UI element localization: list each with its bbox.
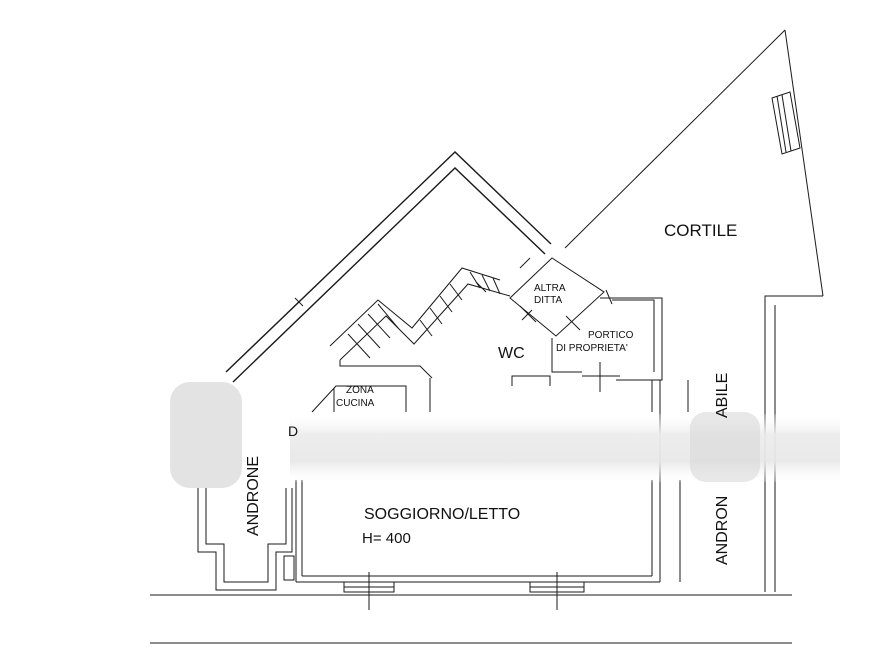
label-soggiorno: SOGGIORNO/LETTO [364, 506, 520, 523]
label-zona-2: CUCINA [336, 398, 375, 409]
label-cortile: CORTILE [664, 221, 737, 240]
left-androne [197, 488, 295, 591]
street-lines [150, 594, 792, 644]
obscured-area [170, 382, 840, 488]
window-cortile [771, 91, 801, 155]
label-partial-d: D [288, 423, 298, 439]
label-androne-left: ANDRONE [245, 456, 262, 536]
bottom-windows [343, 572, 585, 610]
label-altra-ditta-1: ALTRA [534, 283, 566, 294]
label-androne-right: ANDRON [714, 496, 731, 565]
label-altra-ditta-2: DITTA [534, 295, 562, 306]
label-portico-1: PORTICO [588, 330, 634, 341]
altra-ditta-room [509, 257, 605, 337]
label-wc: WC [498, 345, 525, 362]
right-androne [679, 380, 689, 582]
kitchen-zone [311, 385, 407, 413]
label-zona-1: ZONA [346, 385, 374, 396]
wc-room [429, 375, 551, 412]
label-portico-2: DI PROPRIETA' [556, 343, 628, 354]
label-androne-right-partial: ABILE [714, 373, 731, 418]
staircase [329, 267, 511, 379]
portico-room [551, 289, 663, 392]
label-height: H= 400 [362, 530, 411, 547]
